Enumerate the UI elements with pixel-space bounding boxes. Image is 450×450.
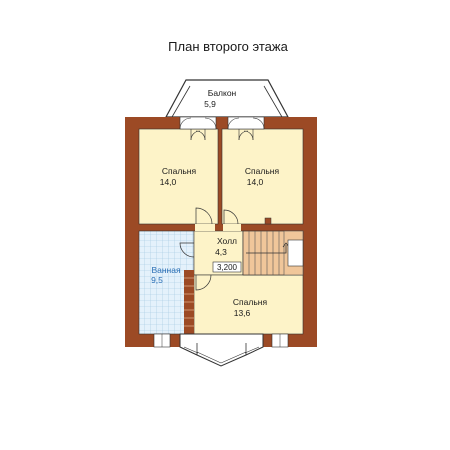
dimension-box: 3,200 (212, 261, 242, 273)
balcony-door-right (227, 116, 265, 141)
window-bottom-left (153, 333, 171, 348)
hall-name: Холл (217, 236, 237, 246)
bedroom-2-name: Спальня (245, 166, 280, 176)
plan-title: План второго этажа (168, 39, 288, 54)
balcony-door-left (179, 116, 217, 141)
hall-area: 4,3 (215, 247, 227, 257)
balcony-name: Балкон (208, 88, 237, 98)
bedroom-1-floor (138, 128, 219, 225)
door-swing-bedroom-1 (195, 207, 213, 225)
balcony-floor (164, 79, 290, 118)
bathroom-area: 9,5 (151, 275, 163, 285)
bedroom-3-area: 13,6 (234, 308, 251, 318)
bedroom-1-name: Спальня (162, 166, 197, 176)
bathroom-name: Ванная (151, 265, 181, 275)
vent-mark (264, 217, 272, 225)
bay-window (179, 333, 264, 367)
door-swing-bathroom (179, 242, 195, 258)
bedroom-2-floor (221, 128, 304, 225)
dimension-label: 3,200 (217, 263, 238, 272)
bedroom-2-area: 14,0 (247, 177, 264, 187)
door-swing-bedroom-3 (195, 274, 212, 291)
bedroom-1-area: 14,0 (160, 177, 177, 187)
bedroom-3-name: Спальня (233, 297, 268, 307)
staircase (242, 230, 304, 276)
window-bottom-right (271, 333, 289, 348)
balcony-area: 5,9 (204, 99, 216, 109)
door-swing-bedroom-2 (223, 209, 239, 225)
